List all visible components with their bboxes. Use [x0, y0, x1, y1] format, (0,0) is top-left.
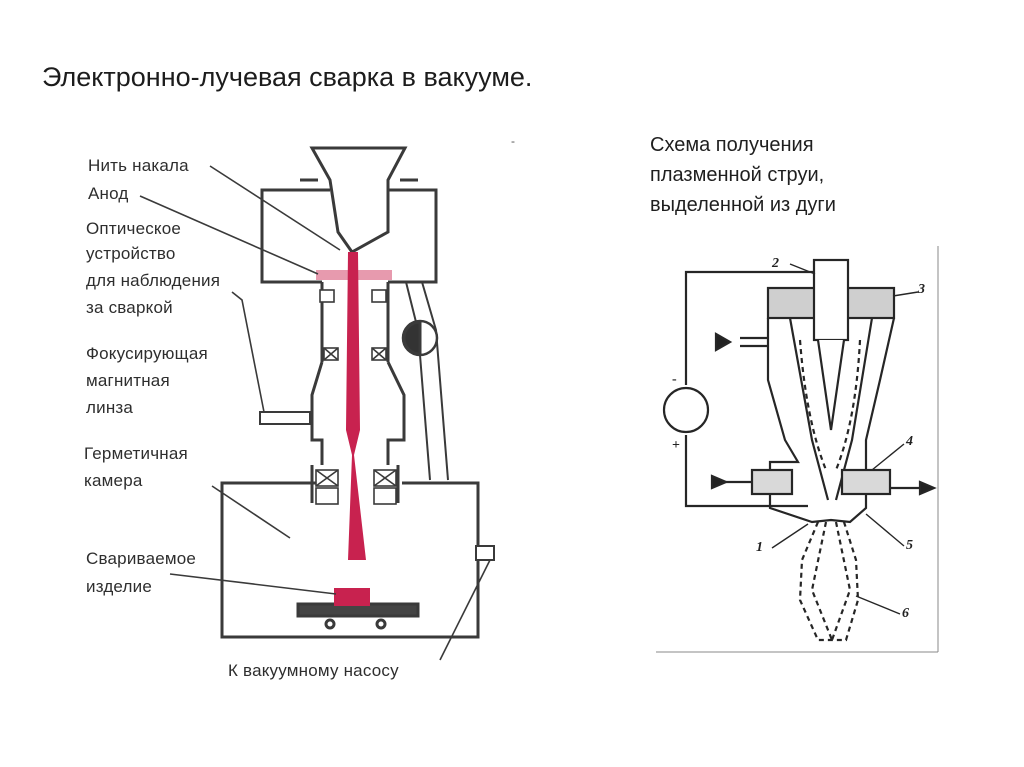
polarity-plus: + [672, 438, 680, 453]
label-anode: Анод [88, 184, 129, 203]
caption-line: Схема получения [650, 134, 814, 156]
cathode-funnel [309, 146, 408, 254]
label-pump: К вакуумному насосу [228, 661, 399, 680]
slide-title: Электронно-лучевая сварка в вакууме. [42, 62, 533, 92]
nozzle-body [766, 317, 896, 524]
circuit-wire [684, 270, 818, 385]
label-workpiece: Свариваемое [86, 549, 197, 568]
caption-line: выделенной из дуги [650, 194, 836, 216]
leader-lines [139, 165, 491, 661]
electrode-2 [812, 258, 850, 342]
gun-housing-right [384, 188, 438, 284]
power-source [662, 386, 710, 434]
plasma-jet-6 [798, 521, 860, 642]
vacuum-chamber [220, 481, 480, 639]
caption-line: плазменной струи, [650, 164, 825, 186]
label-workpiece: изделие [86, 577, 152, 596]
lens-housing [310, 361, 406, 465]
label-optical: устройство [86, 244, 176, 263]
label-lens: магнитная [86, 371, 170, 390]
label-filament: Нить накала [88, 156, 189, 175]
polarity-minus: - [672, 372, 677, 387]
diagram-caption: Схема получения плазменной струи, выделе… [650, 130, 836, 220]
label-chamber: Герметичная [84, 444, 188, 463]
label-chamber: камера [84, 471, 143, 490]
callout-6: 6 [902, 606, 909, 621]
label-lens: Фокусирующая [86, 344, 208, 363]
callout-2: 2 [772, 256, 779, 271]
coolant-channel-4 [750, 468, 794, 496]
callout-4: 4 [906, 434, 913, 449]
electron-beam [346, 252, 366, 560]
pump-port [475, 545, 495, 561]
label-optical: Оптическое [86, 219, 182, 238]
eyepiece [259, 411, 311, 425]
label-lens: линза [86, 398, 134, 417]
callout-3: 3 [918, 282, 925, 297]
label-optical: за сваркой [86, 298, 173, 317]
gun-housing [260, 188, 330, 284]
callout-5: 5 [906, 538, 913, 553]
focusing-coils [315, 289, 397, 505]
workpiece [334, 588, 370, 606]
callout-1: 1 [756, 540, 763, 555]
label-optical: для наблюдения [86, 271, 221, 290]
stray-mark: - [511, 134, 515, 148]
